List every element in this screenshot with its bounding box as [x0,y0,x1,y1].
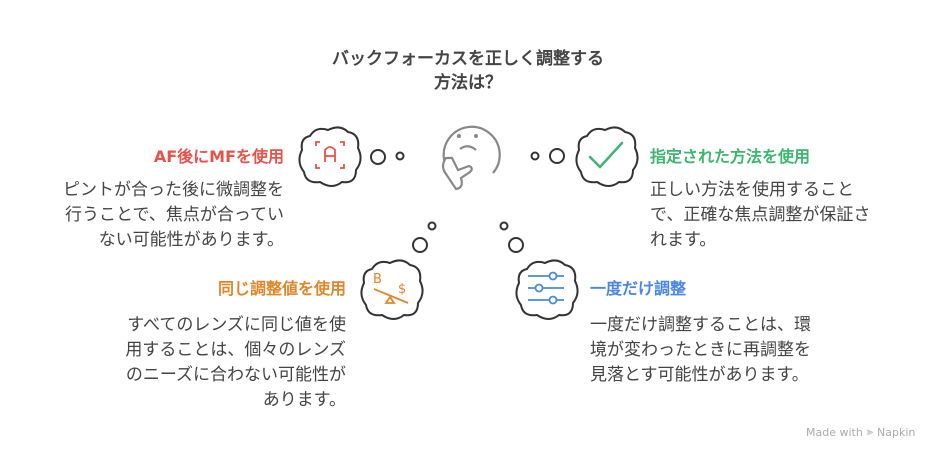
item-body-af-mf: ピントが合った後に微調整を 行うことで、焦点が合ってい ない可能性があります。 [63,178,284,253]
footer-brand: Napkin [877,425,916,439]
body-line: すべてのレンズに同じ値を使 [127,315,346,335]
item-body-same-value: すべてのレンズに同じ値を使 用することは、個々のレンズ のニーズに合わない可能性… [125,313,346,413]
checkmark-icon [588,141,624,169]
svg-text:B: B [373,272,382,287]
item-heading-same-value: 同じ調整値を使用 [217,279,346,298]
sliders-icon [528,271,564,305]
body-line: れます。 [650,230,717,250]
cloud-balance: B $ [360,259,424,320]
item-heading-af-mf: AF後にMFを使用 [153,147,284,166]
body-line: 一度だけ調整することは、環 [590,315,811,335]
body-line: ピントが合った後に微調整を [63,180,284,200]
body-line: ない可能性があります。 [98,230,284,250]
body-line: で、正確な焦点調整が保証さ [650,205,871,225]
body-line: 見落とす可能性があります。 [590,365,809,385]
bitcoin-dollar-balance-icon: B $ [373,272,409,304]
body-line: 行うことで、焦点が合ってい [65,205,284,225]
footer-label: Made with [806,425,863,439]
item-heading-specified-method: 指定された方法を使用 [650,147,811,166]
body-line: 正しい方法を使用すること [650,180,854,200]
cloud-check [575,126,639,187]
item-body-specified-method: 正しい方法を使用すること で、正確な焦点調整が保証さ れます。 [650,178,870,253]
autofocus-icon [315,141,345,169]
napkin-logo-icon: ⫸ [866,425,874,438]
title-line-2: 方法は？ [434,73,502,93]
item-body-adjust-once: 一度だけ調整することは、環 境が変わったときに再調整を 見落とす可能性があります… [590,313,811,388]
body-line: あります。 [262,390,346,410]
svg-text:$: $ [398,282,406,297]
cloud-autofocus [298,126,362,187]
cloud-sliders [515,259,579,320]
body-line: のニーズに合わない可能性が [125,365,346,385]
item-heading-adjust-once: 一度だけ調整 [590,279,687,298]
made-with-napkin[interactable]: Made with ⫸ Napkin [806,425,915,439]
title-line-1: バックフォーカスを正しく調整する [332,49,604,69]
thinking-face-icon [441,125,501,191]
body-line: 境が変わったときに再調整を [590,340,811,360]
body-line: 用することは、個々のレンズ [125,340,346,360]
